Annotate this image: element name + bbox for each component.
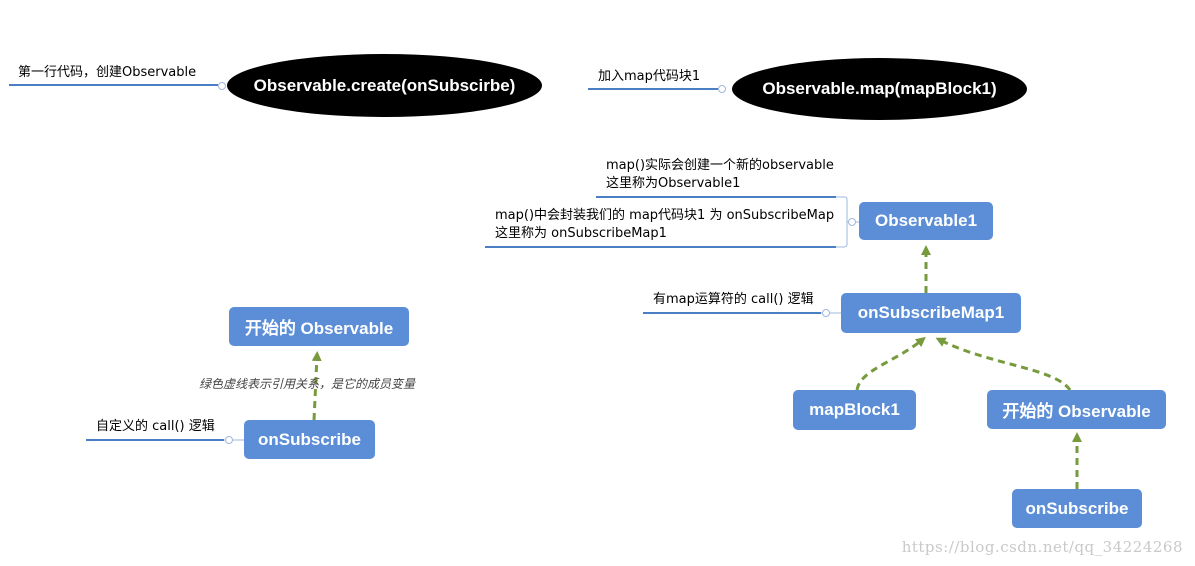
reference-arrow-mapblock1-to-map1 [855, 336, 926, 391]
onsubscribe-connector-dot [225, 436, 233, 444]
onsubscribemap1-label: 有map运算符的 call() 逻辑 [653, 292, 814, 307]
onsubscribemap1-node[interactable]: onSubscribeMap1 [841, 293, 1021, 333]
start-observable-left-node[interactable]: 开始的 Observable [229, 307, 409, 346]
observable1-label-line2: 这里称为Observable1 [606, 176, 741, 191]
create-connector-dot [218, 82, 226, 90]
observable-create-node[interactable]: Observable.create(onSubscirbe) [227, 54, 542, 117]
map-connector-dot [718, 85, 726, 93]
onsubscribe-right-node[interactable]: onSubscribe [1012, 489, 1142, 528]
watermark: https://blog.csdn.net/qq_34224268 [901, 538, 1183, 556]
mapblock1-node[interactable]: mapBlock1 [793, 390, 916, 430]
onsubscribe-left-node[interactable]: onSubscribe [244, 420, 375, 459]
observable1-label-bracket [836, 196, 848, 248]
observable1-connector-dot [848, 218, 856, 226]
map-label: 加入map代码块1 [598, 69, 701, 84]
create-label: 第一行代码，创建Observable [18, 65, 197, 80]
onsubscribemap-desc-line2: 这里称为 onSubscribeMap1 [495, 226, 667, 241]
onsubscribemap1-connector-dot [822, 309, 830, 317]
observable1-node[interactable]: Observable1 [859, 202, 993, 240]
reference-arrow-onsubscribe-to-start [311, 351, 322, 421]
onsubscribemap-desc-line1: map()中会封装我们的 map代码块1 为 onSubscribeMap [495, 208, 835, 223]
observable1-label-line1: map()实际会创建一个新的observable [606, 158, 834, 173]
reference-note: 绿色虚线表示引用关系，是它的成员变量 [199, 377, 416, 391]
onsubscribe-left-label: 自定义的 call() 逻辑 [96, 419, 215, 434]
start-observable-right-node[interactable]: 开始的 Observable [987, 390, 1166, 429]
observable-map-node[interactable]: Observable.map(mapBlock1) [732, 58, 1027, 120]
reference-arrow-start-to-map1 [935, 337, 1072, 391]
